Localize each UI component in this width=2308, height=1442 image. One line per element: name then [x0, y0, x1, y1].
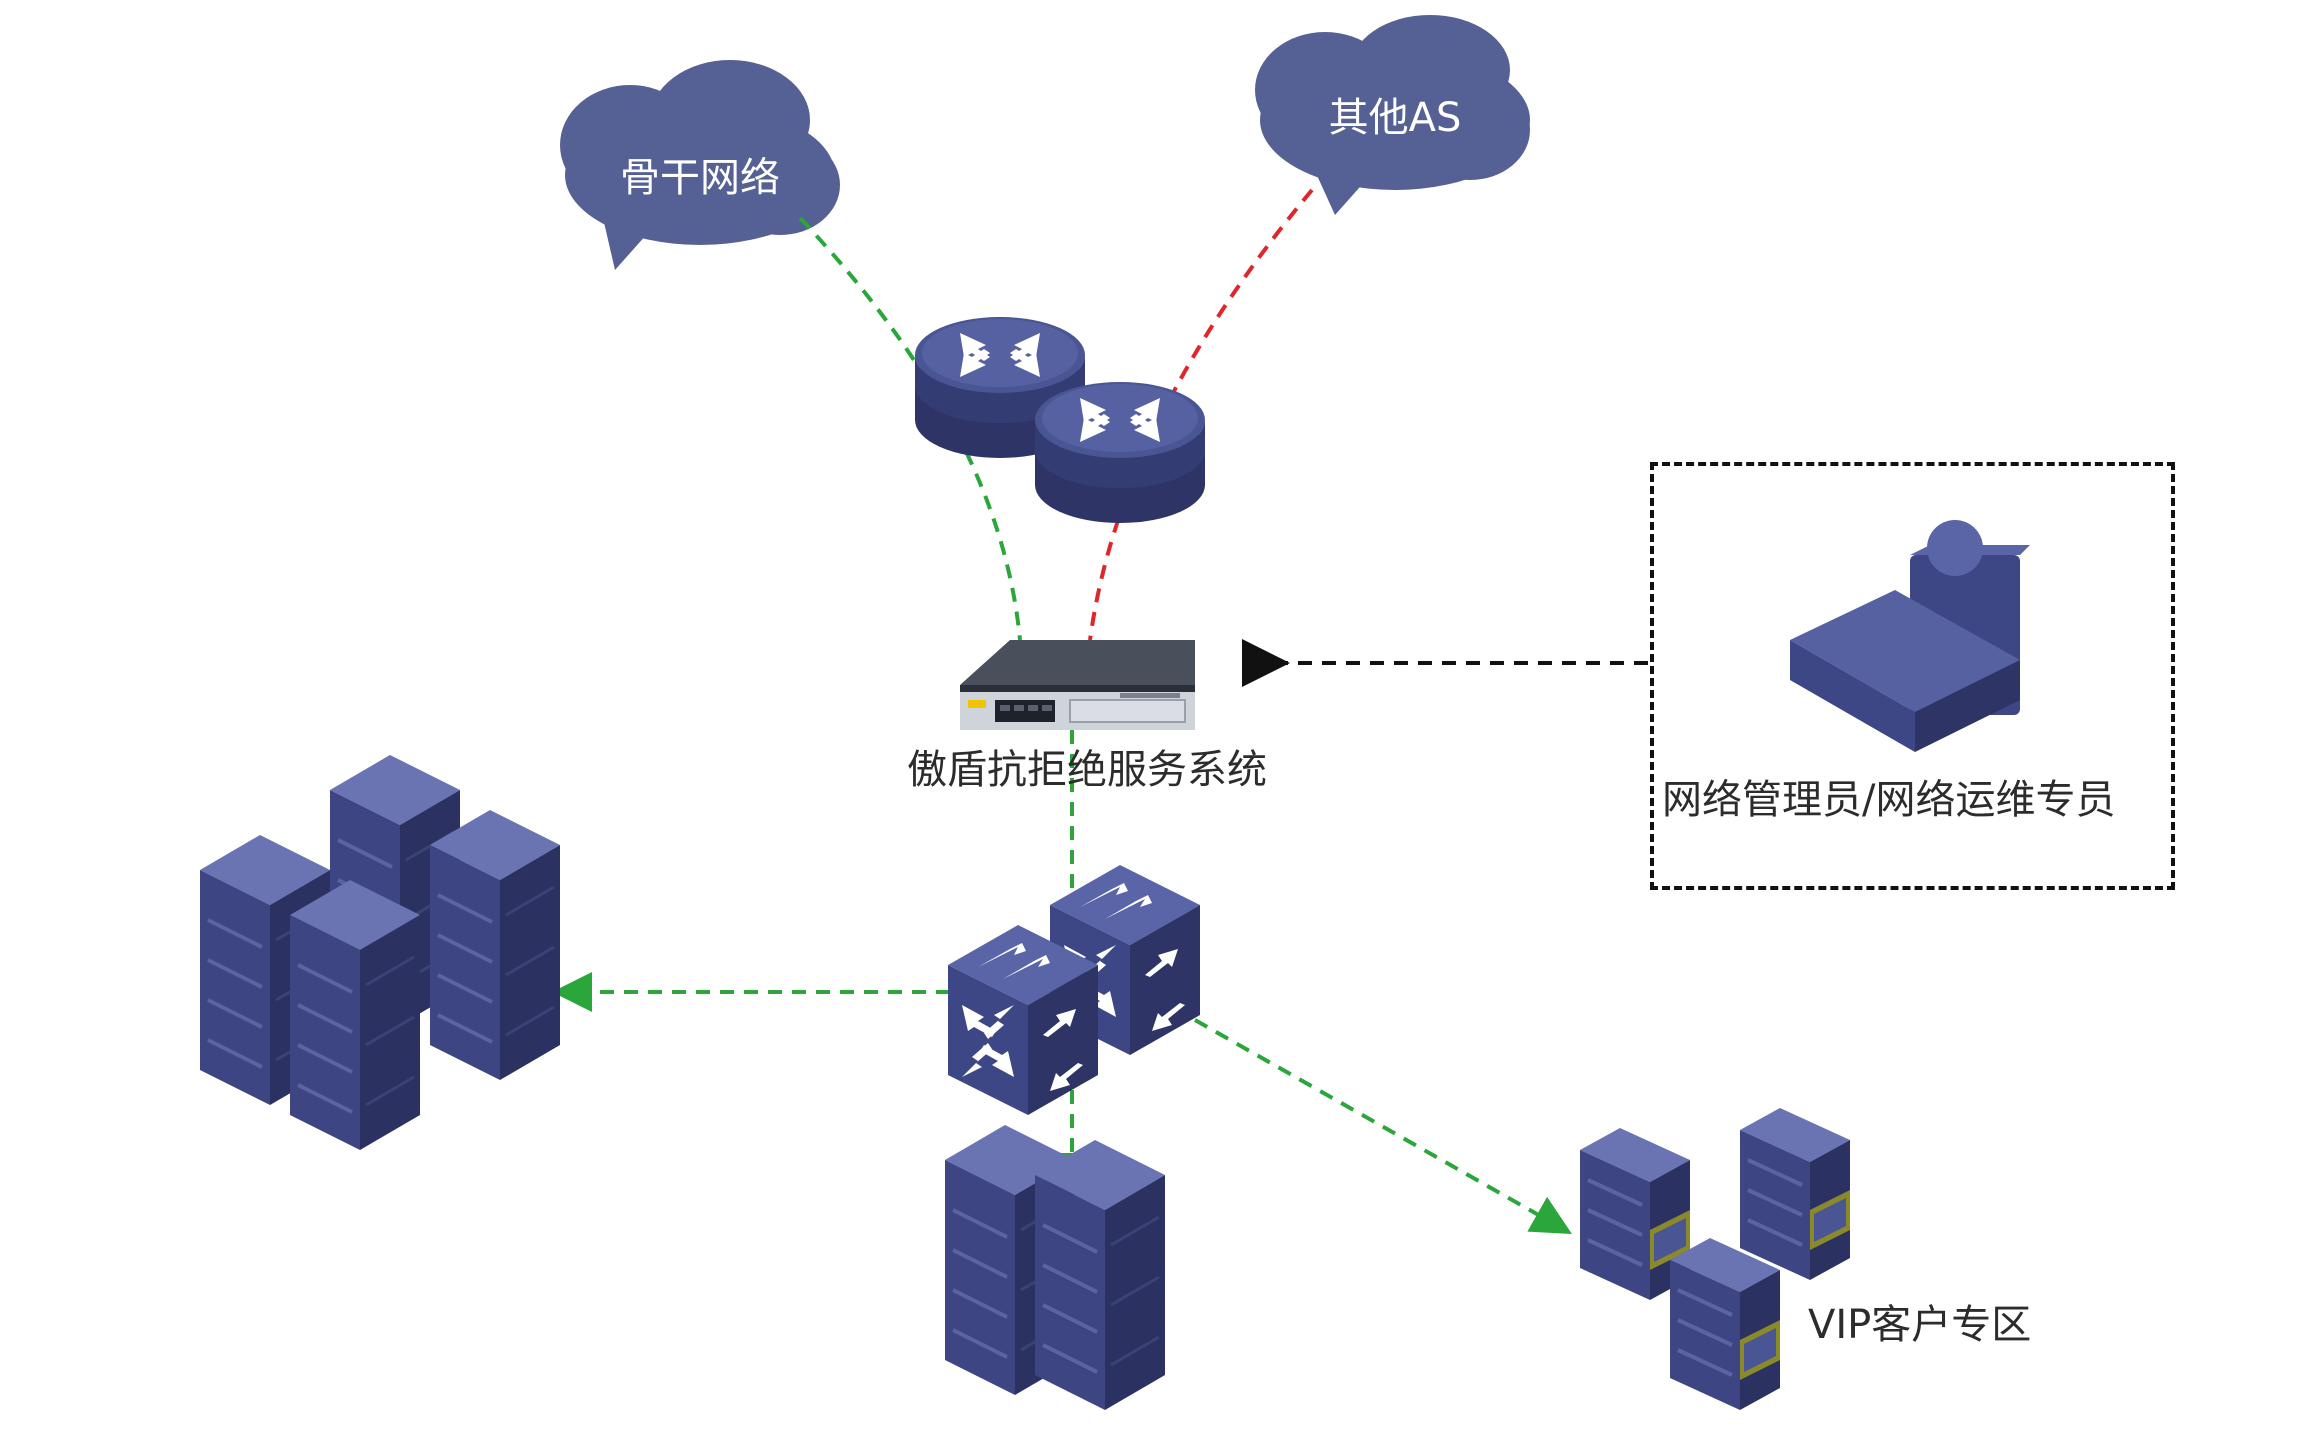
cloud-backbone [560, 60, 840, 270]
vip-zone-label: VIP客户专区 [1808, 1302, 2032, 1348]
vip-server-cluster-icon [1578, 1106, 1852, 1412]
link-switch-to-vip [1194, 1018, 1572, 1234]
admin-workstation-icon [1790, 520, 2030, 752]
router-icon [1035, 382, 1205, 523]
cloud-label-other-as: 其他AS [1328, 95, 1462, 141]
bottom-server-cluster-icon [943, 1123, 1167, 1412]
ddos-system-label: 傲盾抗拒绝服务系统 [907, 747, 1267, 793]
cloud-other-as [1255, 15, 1530, 215]
admin-label: 网络管理员/网络运维专员 [1662, 777, 2116, 823]
left-server-cluster-icon [198, 753, 562, 1152]
admin-dashed-box [1650, 462, 2175, 890]
cloud-label-backbone: 骨干网络 [620, 155, 780, 201]
link-backbone-to-ddos [798, 216, 1022, 641]
ddos-appliance-icon [960, 640, 1195, 730]
